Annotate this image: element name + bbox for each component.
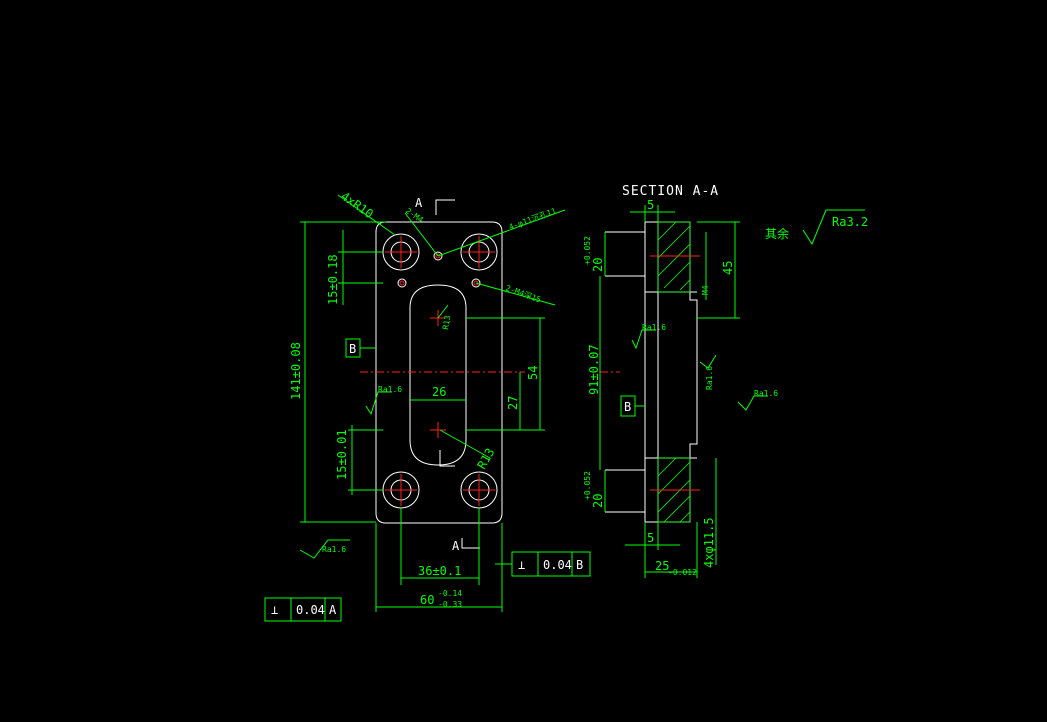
slot-radius-bottom: R13 xyxy=(474,446,497,472)
tolerance-frame-a: ⊥ 0.04 A xyxy=(264,597,342,622)
width-tol-lower: -0.33 xyxy=(438,600,462,609)
top-step-dim: 5 xyxy=(647,198,654,212)
svg-text:A: A xyxy=(329,603,337,617)
svg-text:⊥: ⊥ xyxy=(271,603,278,617)
corner-radius-note: 4xR10 xyxy=(338,189,376,221)
height-dim: 141±0.08 xyxy=(289,342,303,400)
front-dimensions: 141±0.08 15±0.18 15±0.01 36±0.1 60 -0.14… xyxy=(289,189,566,612)
svg-text:Ra1.6: Ra1.6 xyxy=(705,366,714,390)
section-view xyxy=(600,221,700,523)
center-slot xyxy=(409,284,467,466)
svg-text:B: B xyxy=(576,558,583,572)
general-finish-note: 其余 Ra3.2 xyxy=(765,209,868,246)
bottom-hole-dim: 4xφ11.5 xyxy=(702,517,716,568)
section-dimensions: 5 5 20 +0.052 20 +0.052 91±0.07 45 M4 25… xyxy=(583,198,778,578)
front-view: A A xyxy=(360,196,525,553)
section-marker-top: A xyxy=(415,196,423,210)
right-height-dim: 45 xyxy=(721,261,735,275)
tap-hole-note: 2-M4深15 xyxy=(504,283,542,304)
svg-text:0.04: 0.04 xyxy=(543,558,572,572)
slot-radius-top: R13 xyxy=(441,314,452,330)
hole-spacing-dim: 36±0.1 xyxy=(418,564,461,578)
finish-local-front: Ra1.6 xyxy=(378,385,402,394)
top-height-dim: 20 xyxy=(591,258,605,272)
finish-other-value: Ra3.2 xyxy=(832,215,868,229)
thickness-tol: -0.012 xyxy=(668,568,697,577)
section-title: SECTION A-A xyxy=(622,184,719,199)
bottom-step-dim: 5 xyxy=(647,531,654,545)
hatch-top xyxy=(650,221,700,293)
datum-b-label: B xyxy=(349,342,356,356)
counterbore-note: 4-φ11沉孔11 xyxy=(508,206,558,232)
width-dim: 60 xyxy=(420,593,434,607)
slot-length-dim: 54 xyxy=(526,366,540,380)
slot-width-dim: 26 xyxy=(432,385,446,399)
svg-text:0.04: 0.04 xyxy=(296,603,325,617)
bottom-offset-dim: 15±0.01 xyxy=(335,429,349,480)
finish-local-bottom: Ra1.6 xyxy=(322,545,346,554)
section-datum-label: B xyxy=(624,400,631,414)
tolerance-frame-b: ⊥ 0.04 B xyxy=(495,551,591,577)
plate-outline xyxy=(375,221,503,524)
svg-text:⊥: ⊥ xyxy=(518,558,525,572)
top-offset-dim: 15±0.18 xyxy=(326,254,340,305)
middle-height-dim: 91±0.07 xyxy=(587,344,601,395)
hatch-bottom xyxy=(650,457,700,523)
bottom-height-dim: 20 xyxy=(591,494,605,508)
finish-other-label: 其余 xyxy=(765,226,789,241)
svg-text:Ra1.6: Ra1.6 xyxy=(754,389,778,398)
section-marker-bottom: A xyxy=(452,539,460,553)
thickness-dim: 25 xyxy=(655,559,669,573)
width-tol-upper: -0.14 xyxy=(438,589,462,598)
bottom-height-tol: +0.052 xyxy=(583,471,592,500)
svg-text:Ra1.6: Ra1.6 xyxy=(642,323,666,332)
slot-half-dim: 27 xyxy=(506,396,520,410)
thread-note: M4 xyxy=(701,285,710,295)
top-height-tol: +0.052 xyxy=(583,236,592,265)
